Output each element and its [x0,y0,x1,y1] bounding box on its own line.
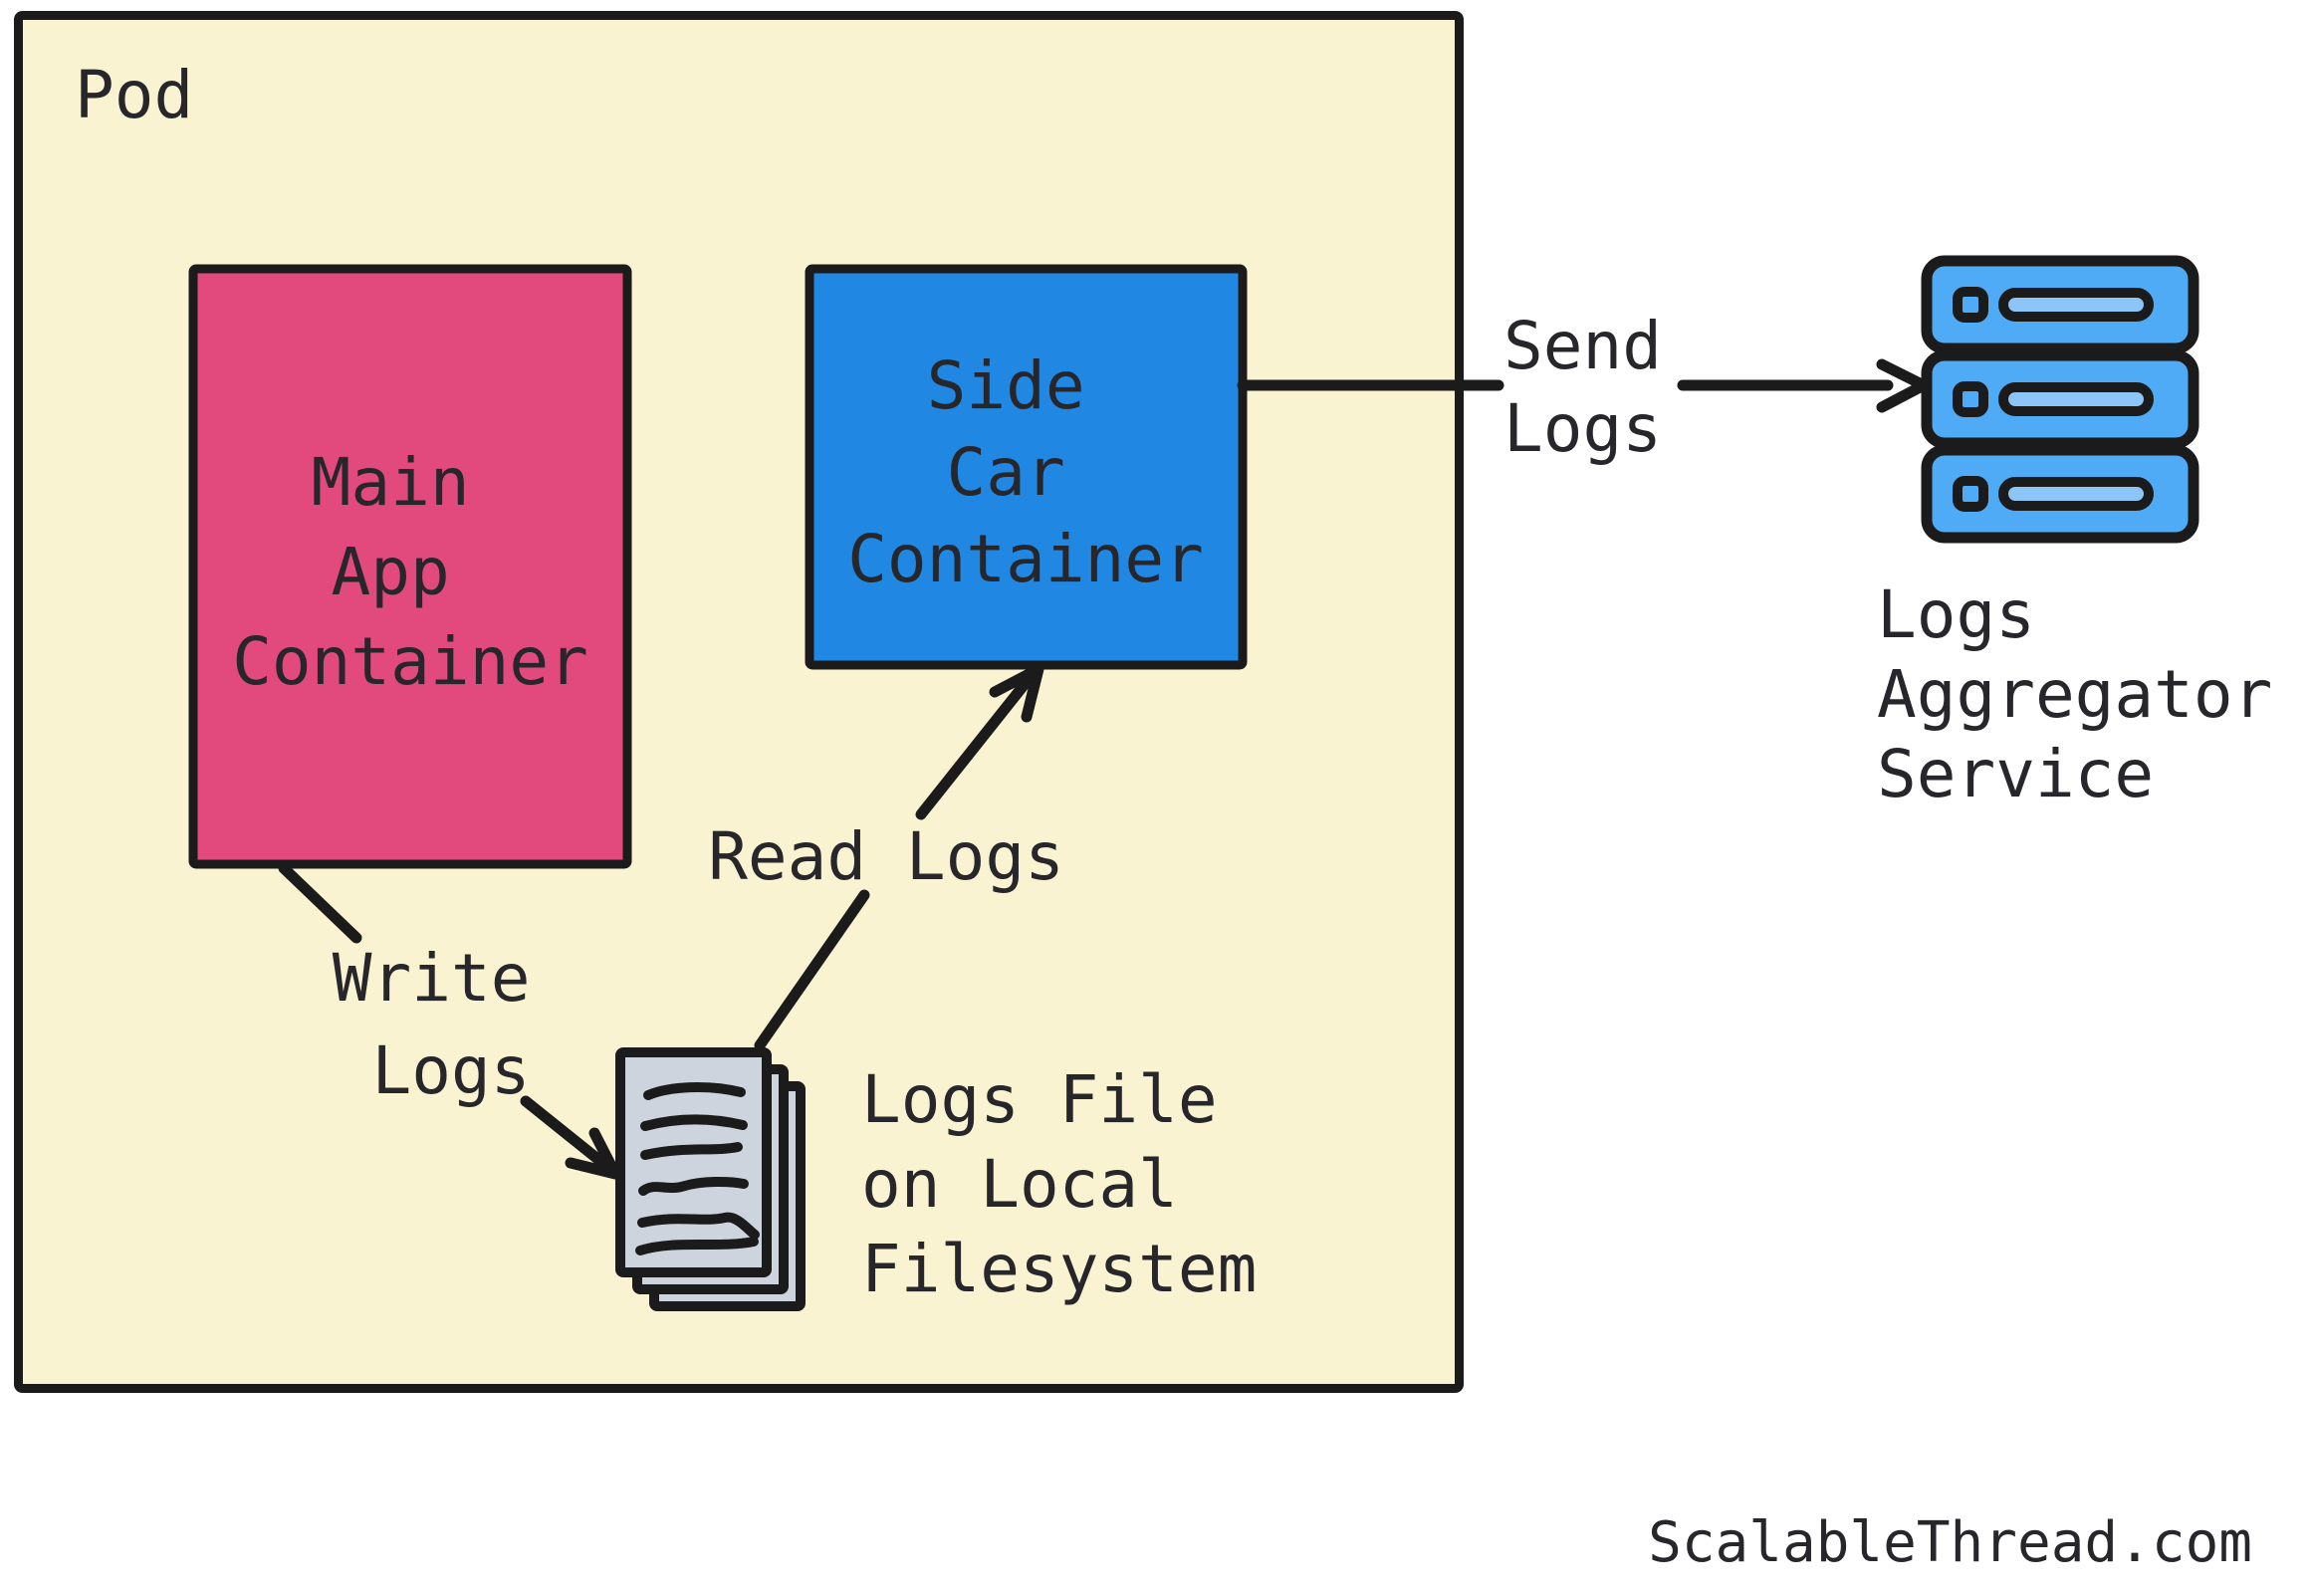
write-logs-line-upper [278,862,362,944]
send-logs-arrow: Send Logs [1237,308,1930,467]
aggregator-label-line: Logs [1877,576,2035,653]
logs-file-label-line: on Local [861,1146,1178,1223]
read-logs-label: Read Logs [708,818,1064,895]
file-text-line [640,1114,748,1131]
sidecar-container-label-line: Car [947,434,1065,511]
write-logs-line-lower [520,1095,607,1168]
server-slot [1998,382,2154,416]
read-logs-arrowhead [989,663,1044,723]
sidecar-container-box [805,264,1248,670]
aggregator-label: Logs Aggregator Service [1877,576,2310,812]
server-led [1953,287,1988,323]
write-logs-arrow: Write Logs [278,862,621,1180]
write-logs-label-line: Logs [372,1032,531,1109]
server-led [1953,476,1988,512]
server-led [1953,381,1988,417]
aggregator-label-line: Service [1877,736,2154,812]
sidecar-container-label-line: Container [847,521,1204,597]
sidecar-container-label-line: Side [927,347,1085,424]
main-app-container-box [188,264,632,869]
main-app-container-label-line: App [332,534,450,610]
main-app-container-label-line: Container [232,623,588,700]
logs-file-label-line: Logs File [861,1061,1218,1138]
file-text-line [637,1212,760,1240]
write-logs-label: Write Logs [333,940,570,1109]
sidecar-container-label: Side Car Container [847,347,1204,597]
read-logs-line-upper [915,677,1032,820]
watermark: ScalableThread.com [1648,1510,2252,1575]
server-slot [1998,477,2154,511]
server-slot [1998,288,2154,322]
logs-file-icon [615,1047,806,1311]
file-text-line [640,1142,743,1160]
file-text-line [635,1237,759,1255]
write-logs-label-line: Write [333,940,531,1017]
file-text-line [643,1082,746,1100]
send-logs-label-line: Logs [1503,390,1662,467]
send-logs-label: Send Logs [1503,308,1702,467]
logs-file-label: Logs File on Local Filesystem [861,1061,1257,1307]
aggregator-label-line: Aggregator [1877,656,2272,733]
main-app-container-label: Main App Container [232,444,588,700]
read-logs-line-lower [754,889,870,1051]
pod-label: Pod [75,57,193,133]
file-text-line [638,1176,749,1196]
read-logs-arrow: Read Logs [708,663,1064,1051]
main-app-container-label-line: Main [312,444,470,521]
server-stack-icon [1921,255,2199,544]
send-logs-label-line: Send [1503,308,1662,384]
logs-file-label-line: Filesystem [861,1231,1257,1307]
